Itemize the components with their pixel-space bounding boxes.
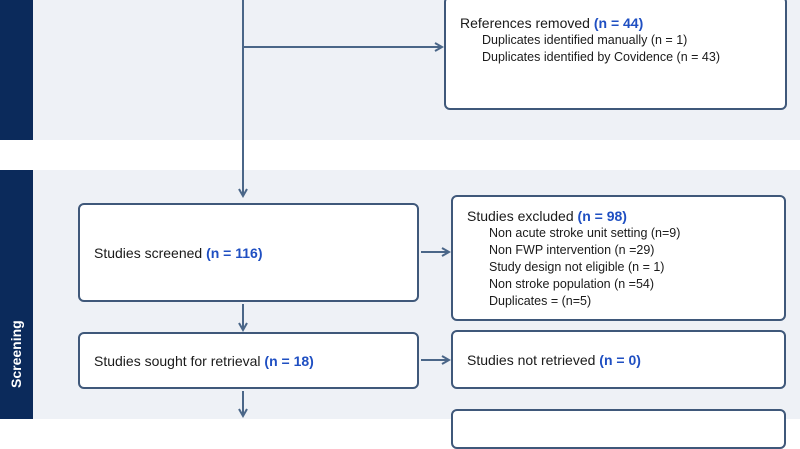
excluded-item-duplicates: Duplicates = (n=5) (489, 294, 592, 308)
screening-sidebar (0, 170, 33, 419)
studies-not-retrieved-heading: Studies not retrieved (n = 0) (467, 351, 772, 369)
identification-sidebar (0, 0, 33, 140)
excluded-item-setting: Non acute stroke unit setting (n=9) (489, 226, 681, 240)
studies-sought-heading: Studies sought for retrieval (n = 18) (94, 352, 405, 370)
studies-excluded-heading: Studies excluded (n = 98) (467, 207, 772, 225)
studies-excluded-box: Studies excluded (n = 98) Non acute stro… (451, 195, 786, 321)
removed-item-manual: Duplicates identified manually (n = 1) (482, 33, 688, 47)
excluded-item-design: Study design not eligible (n = 1) (489, 260, 665, 274)
excluded-item-population: Non stroke population (n =54) (489, 277, 655, 291)
studies-not-retrieved-box: Studies not retrieved (n = 0) (451, 330, 786, 389)
references-removed-heading: References removed (n = 44) (460, 14, 773, 32)
studies-not-retrieved-title: Studies not retrieved (467, 352, 596, 368)
studies-sought-count: (n = 18) (264, 353, 314, 369)
excluded-item-intervention: Non FWP intervention (n =29) (489, 243, 655, 257)
studies-sought-title: Studies sought for retrieval (94, 353, 261, 369)
removed-item-covidence: Duplicates identified by Covidence (n = … (482, 50, 720, 64)
flow-arrows (0, 0, 800, 419)
studies-not-retrieved-count: (n = 0) (599, 352, 641, 368)
references-removed-box: References removed (n = 44) Duplicates i… (444, 0, 787, 110)
references-removed-title: References removed (460, 15, 590, 31)
studies-screened-box: Studies screened (n = 116) (78, 203, 419, 302)
studies-sought-box: Studies sought for retrieval (n = 18) (78, 332, 419, 389)
studies-screened-title: Studies screened (94, 245, 203, 261)
references-removed-count: (n = 44) (593, 15, 644, 31)
studies-excluded-title: Studies excluded (467, 208, 574, 224)
studies-excluded-count: (n = 98) (577, 208, 627, 224)
studies-screened-count: (n = 116) (206, 245, 263, 261)
studies-screened-heading: Studies screened (n = 116) (94, 244, 405, 262)
